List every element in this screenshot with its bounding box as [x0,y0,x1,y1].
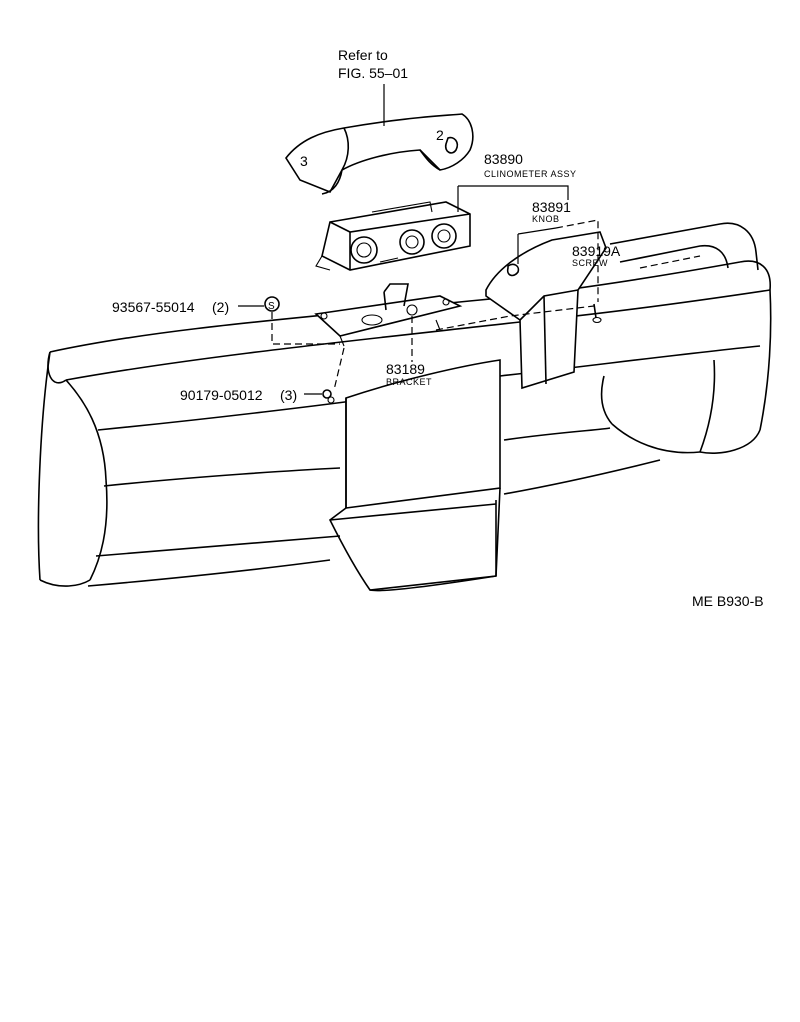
figure-code: ME B930-B [692,593,764,609]
bolt-number: 90179-05012 [180,387,263,403]
nut-symbol-letter: S [268,301,275,312]
leader-lines [238,84,599,395]
knob-number: 83891 [532,199,571,215]
bracket-name: BRACKET [386,377,432,387]
bracket-part [314,283,463,347]
knob-housing [485,231,607,390]
callout-refer: Refer to FIG. 55–01 [338,47,408,81]
refer-line1: Refer to [338,47,388,63]
nut-number: 93567-55014 [112,299,195,315]
screw-icon [592,303,602,324]
nut-qty: (2) [212,299,229,315]
bracket-number: 83189 [386,361,425,377]
center-console [328,359,501,592]
callout-bolt: 90179-05012 (3) [180,387,297,403]
callout-bracket: 83189 BRACKET [386,361,432,387]
clinometer-number: 83890 [484,151,523,167]
nut-symbol-icon: S [264,296,280,312]
callout-clinometer: 83890 CLINOMETER ASSY [484,151,577,179]
refer-line2: FIG. 55–01 [338,65,408,81]
screw-number: 83919A [572,243,621,259]
bolt-qty: (3) [280,387,297,403]
screw-name: SCREW [572,258,608,268]
callout-knob: 83891 KNOB [532,199,571,224]
top-cover-part: 3 2 [285,113,474,195]
cover-left-mark: 3 [300,153,308,169]
callout-screw: 83919A SCREW [572,243,621,268]
clinometer-assembly [315,201,471,271]
bolt-icon [322,389,335,404]
knob-name: KNOB [532,214,560,224]
cover-right-mark: 2 [436,127,444,143]
callout-nut: 93567-55014 (2) [112,299,229,315]
clinometer-name: CLINOMETER ASSY [484,169,577,179]
